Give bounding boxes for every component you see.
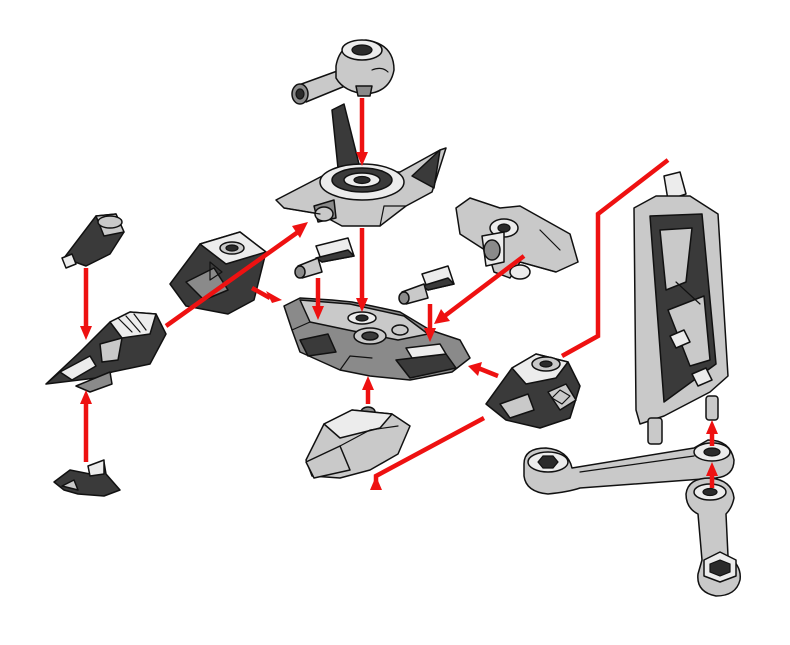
- main-chassis-plate: [283, 297, 471, 381]
- lower-arm-link: [685, 477, 741, 597]
- assembly-arrows: [80, 98, 718, 490]
- chest-joint-block: [485, 353, 581, 429]
- shoulder-block-left: [169, 231, 267, 315]
- connector-peg-left: [294, 237, 355, 279]
- arrow-jet-to-base: [164, 230, 300, 328]
- upper-arm-link: [523, 439, 735, 495]
- wing-fin-panel: [633, 171, 729, 445]
- turret-base-wing: [275, 103, 447, 227]
- arrow-chest-to-chassis: [477, 365, 499, 379]
- ball-joint-cannon: [291, 39, 395, 105]
- connector-peg-right: [398, 265, 455, 305]
- arrow-shoulder-left: [250, 286, 272, 300]
- nose-cone-cap: [61, 213, 125, 269]
- arrow-hip-bar: [440, 254, 526, 320]
- jet-fighter-head: [45, 311, 167, 393]
- foot-block: [305, 406, 411, 479]
- mini-jet: [53, 459, 121, 497]
- hip-joint-bar: [455, 197, 579, 280]
- arrow-wing-to-chest: [560, 158, 670, 358]
